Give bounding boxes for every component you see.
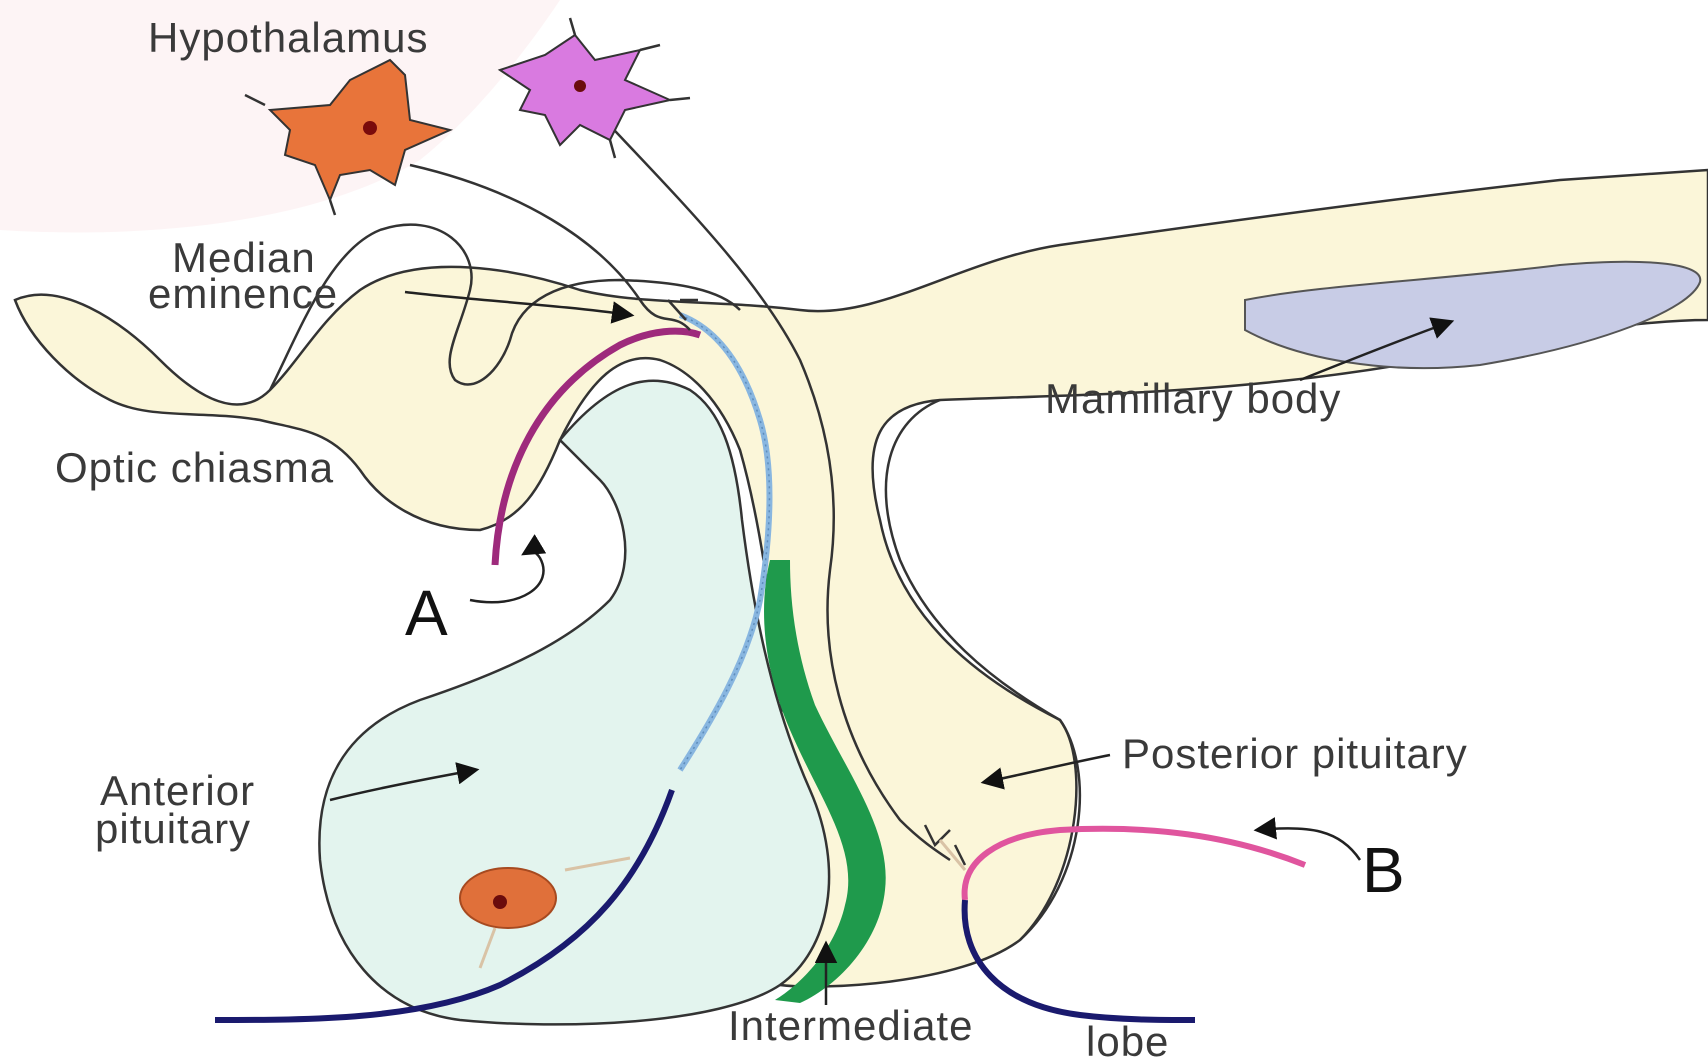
secreting-cell bbox=[460, 868, 556, 928]
hypothalamic-neuron-magenta bbox=[500, 35, 670, 145]
secreting-cell-nucleus bbox=[493, 895, 507, 909]
neuron-magenta-nucleus bbox=[574, 80, 586, 92]
label-anterior-pituitary-2: pituitary bbox=[95, 805, 251, 852]
label-median-eminence-2: eminence bbox=[148, 270, 338, 317]
neuron-orange-nucleus bbox=[363, 121, 377, 135]
label-a: A bbox=[405, 577, 448, 649]
label-intermediate: Intermediate bbox=[728, 1002, 973, 1049]
label-b: B bbox=[1362, 834, 1405, 906]
label-lobe: lobe bbox=[1086, 1018, 1169, 1063]
label-optic-chiasma: Optic chiasma bbox=[55, 444, 334, 491]
label-posterior-pituitary: Posterior pituitary bbox=[1122, 730, 1468, 777]
pointer-a bbox=[470, 551, 544, 602]
label-mamillary-body: Mamillary body bbox=[1045, 375, 1341, 422]
label-hypothalamus: Hypothalamus bbox=[148, 14, 428, 61]
